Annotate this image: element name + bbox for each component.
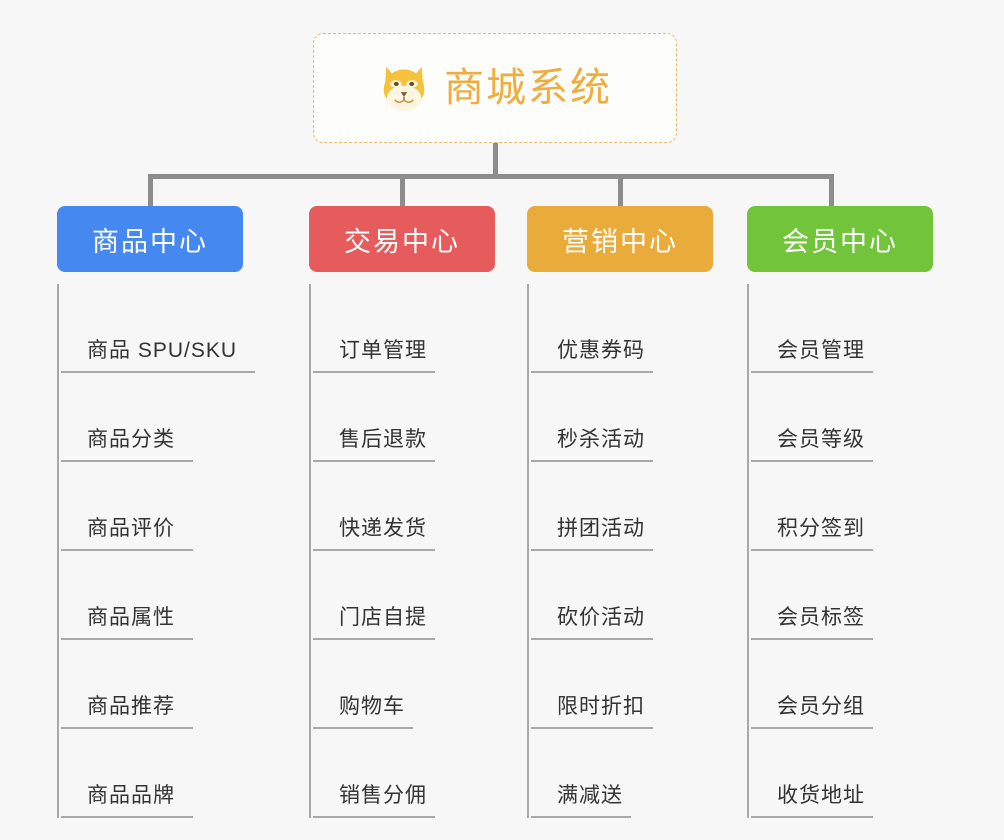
leaf-item-label: 拼团活动: [531, 512, 653, 551]
branch-header-4[interactable]: 会员中心: [747, 206, 933, 272]
leaf-item[interactable]: 秒杀活动: [531, 373, 741, 462]
leaf-item[interactable]: 限时折扣: [531, 640, 741, 729]
branch-header-label: 交易中心: [344, 226, 460, 257]
leaf-item[interactable]: 商品分类: [61, 373, 287, 462]
branch-header-label: 会员中心: [782, 226, 898, 257]
leaf-item[interactable]: 商品品牌: [61, 729, 287, 818]
leaf-item-label: 销售分佣: [313, 779, 435, 818]
root-title: 商城系统: [444, 66, 612, 110]
branch-header-label: 商品中心: [92, 226, 208, 257]
leaf-item[interactable]: 会员分组: [751, 640, 961, 729]
leaf-item[interactable]: 购物车: [313, 640, 523, 729]
leaf-item[interactable]: 商品评价: [61, 462, 287, 551]
leaf-item[interactable]: 满减送: [531, 729, 741, 818]
leaf-item[interactable]: 快递发货: [313, 462, 523, 551]
leaf-item[interactable]: 砍价活动: [531, 551, 741, 640]
leaf-list-2: 订单管理 售后退款 快递发货 门店自提 购物车 销售分佣: [309, 284, 523, 818]
branch-column-2: 交易中心 订单管理 售后退款 快递发货 门店自提 购物车 销售分佣: [309, 206, 523, 818]
leaf-item-label: 商品 SPU/SKU: [61, 334, 256, 373]
leaf-item-label: 商品属性: [61, 601, 193, 640]
leaf-item[interactable]: 优惠券码: [531, 284, 741, 373]
connector-drop-1: [148, 174, 153, 207]
leaf-item[interactable]: 商品属性: [61, 551, 287, 640]
leaf-item-label: 商品分类: [61, 423, 193, 462]
root-node[interactable]: 商城系统: [313, 33, 677, 143]
leaf-item[interactable]: 售后退款: [313, 373, 523, 462]
branch-header-3[interactable]: 营销中心: [527, 206, 713, 272]
connector-drop-2: [400, 174, 405, 207]
branch-header-2[interactable]: 交易中心: [309, 206, 495, 272]
leaf-item-label: 商品评价: [61, 512, 193, 551]
leaf-item[interactable]: 会员管理: [751, 284, 961, 373]
leaf-item-label: 商品品牌: [61, 779, 193, 818]
branch-header-label: 营销中心: [562, 226, 678, 257]
leaf-item-label: 满减送: [531, 779, 631, 818]
branch-header-1[interactable]: 商品中心: [57, 206, 243, 272]
leaf-item-label: 订单管理: [313, 334, 435, 373]
leaf-item-label: 秒杀活动: [531, 423, 653, 462]
connector-bus: [148, 174, 834, 179]
shiba-dog-face-icon: [378, 62, 430, 114]
leaf-list-4: 会员管理 会员等级 积分签到 会员标签 会员分组 收货地址: [747, 284, 961, 818]
leaf-item-label: 收货地址: [751, 779, 873, 818]
leaf-item[interactable]: 收货地址: [751, 729, 961, 818]
leaf-item-label: 会员分组: [751, 690, 873, 729]
leaf-item[interactable]: 积分签到: [751, 462, 961, 551]
connector-drop-4: [829, 174, 834, 207]
leaf-item[interactable]: 订单管理: [313, 284, 523, 373]
leaf-item-label: 会员等级: [751, 423, 873, 462]
leaf-list-1: 商品 SPU/SKU 商品分类 商品评价 商品属性 商品推荐 商品品牌: [57, 284, 287, 818]
leaf-item[interactable]: 商品 SPU/SKU: [61, 284, 287, 373]
leaf-item-label: 会员管理: [751, 334, 873, 373]
leaf-list-3: 优惠券码 秒杀活动 拼团活动 砍价活动 限时折扣 满减送: [527, 284, 741, 818]
leaf-item-label: 商品推荐: [61, 690, 193, 729]
leaf-item-label: 快递发货: [313, 512, 435, 551]
leaf-item-label: 砍价活动: [531, 601, 653, 640]
leaf-item[interactable]: 会员等级: [751, 373, 961, 462]
connector-drop-3: [618, 174, 623, 207]
leaf-item-label: 门店自提: [313, 601, 435, 640]
leaf-item-label: 购物车: [313, 690, 413, 729]
leaf-item[interactable]: 门店自提: [313, 551, 523, 640]
leaf-item-label: 限时折扣: [531, 690, 653, 729]
branch-column-4: 会员中心 会员管理 会员等级 积分签到 会员标签 会员分组 收货地址: [747, 206, 961, 818]
leaf-item[interactable]: 拼团活动: [531, 462, 741, 551]
leaf-item[interactable]: 商品推荐: [61, 640, 287, 729]
branch-column-1: 商品中心 商品 SPU/SKU 商品分类 商品评价 商品属性 商品推荐 商品品牌: [57, 206, 287, 818]
leaf-item-label: 优惠券码: [531, 334, 653, 373]
branch-column-3: 营销中心 优惠券码 秒杀活动 拼团活动 砍价活动 限时折扣 满减送: [527, 206, 741, 818]
connector-stem: [493, 143, 498, 179]
leaf-item-label: 会员标签: [751, 601, 873, 640]
leaf-item[interactable]: 会员标签: [751, 551, 961, 640]
leaf-item-label: 积分签到: [751, 512, 873, 551]
leaf-item[interactable]: 销售分佣: [313, 729, 523, 818]
leaf-item-label: 售后退款: [313, 423, 435, 462]
